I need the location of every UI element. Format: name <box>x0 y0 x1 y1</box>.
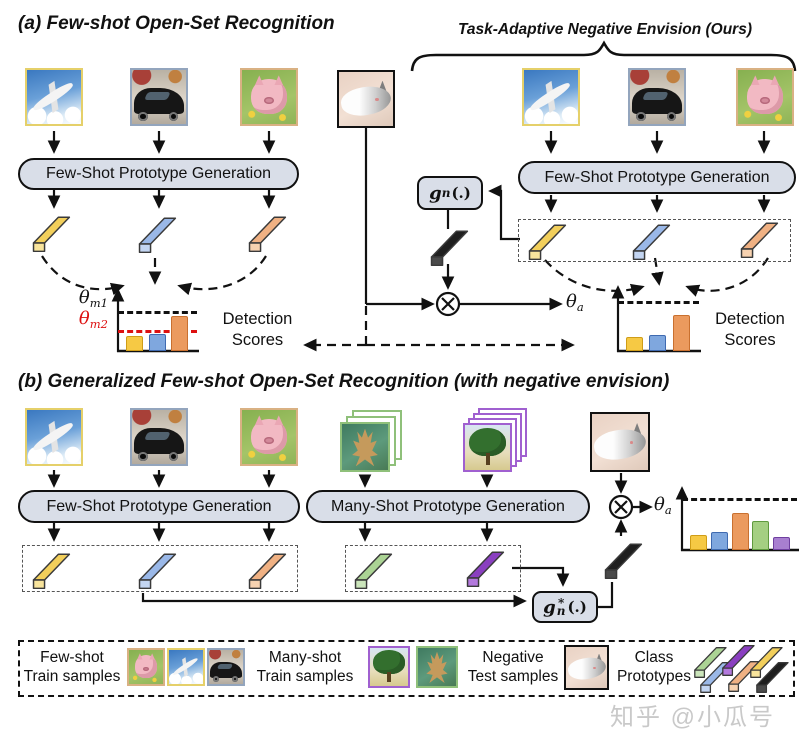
score-bar-class-1-airplane <box>690 535 707 550</box>
few-shot-prototype-set-box <box>22 545 298 592</box>
negative-test-image-cat <box>590 412 650 472</box>
legend-box <box>18 640 795 697</box>
threshold-line-theta_m1 <box>118 311 197 315</box>
score-bar-class-4-coral <box>752 521 770 550</box>
detection-score-chart-a-left <box>118 285 198 352</box>
legend-prototype-black <box>756 662 789 693</box>
panel-b-connectors <box>47 470 799 609</box>
score-bar-class-3-pig <box>731 512 749 550</box>
score-bar-class-1-airplane <box>126 336 143 351</box>
detection-score-chart-b <box>682 480 798 551</box>
prototype-bar-yellow <box>528 224 567 261</box>
detection-scores-label-a-right: Detection Scores <box>715 310 785 349</box>
prototype-bar-orange <box>248 216 287 253</box>
airplane-image <box>25 68 83 126</box>
threshold-line-theta_m2 <box>118 330 197 334</box>
ours-method-label: Task-Adaptive Negative Envision (Ours) <box>457 21 752 38</box>
pig-image <box>736 68 794 126</box>
legend-car-image <box>207 648 245 686</box>
pig-image <box>240 408 298 466</box>
legend-airplane-image <box>167 648 205 686</box>
many-shot-generator-box-b: Many-Shot Prototype Generation <box>306 490 590 523</box>
negative-prototype-bar-black <box>604 543 643 580</box>
panel-a-center-connectors <box>303 128 575 352</box>
legend-pig-image <box>127 648 165 686</box>
coral-image-stack <box>340 410 402 472</box>
prototype-bar-green <box>354 553 393 590</box>
panel-b-title: (b) Generalized Few-shot Open-Set Recogn… <box>18 371 670 392</box>
few-shot-generator-box-a-right: Few-Shot Prototype Generation <box>518 161 796 194</box>
score-bar-class-3-pig <box>672 314 690 351</box>
detection-score-chart-a-right <box>618 280 700 352</box>
watermark: 知乎 @小瓜号 <box>610 704 776 731</box>
panel-a-right-connectors <box>410 40 797 353</box>
few-shot-generator-box-a-left: Few-Shot Prototype Generation <box>18 158 299 190</box>
negative-prototype-bar-black <box>430 230 469 267</box>
car-image <box>628 68 686 126</box>
detection-scores-label-a-left: Detection Scores <box>222 310 293 349</box>
tree-image-stack <box>463 408 527 472</box>
score-bar-class-2-car <box>148 333 166 351</box>
score-bar-class-2-car <box>649 334 667 351</box>
car-image <box>130 408 188 466</box>
few-shot-generator-box-b: Few-Shot Prototype Generation <box>18 490 300 523</box>
pig-image <box>240 68 298 126</box>
airplane-image <box>522 68 580 126</box>
panel-a-left-connectors <box>41 131 276 353</box>
score-bar-class-3-pig <box>171 315 189 351</box>
legend-tree-image <box>368 646 410 688</box>
score-bar-class-1-airplane <box>626 336 643 351</box>
legend-coral-image <box>416 646 458 688</box>
score-bar-class-5-tree <box>773 537 791 550</box>
legend-cat-image <box>564 645 609 690</box>
prototype-bar-yellow <box>32 216 71 253</box>
prototype-bar-purple <box>466 551 505 588</box>
negative-generator-star-box: g*n(.) <box>532 591 598 623</box>
car-image <box>130 68 188 126</box>
airplane-image <box>25 408 83 466</box>
prototype-bar-yellow <box>32 553 71 590</box>
threshold-line-theta_a <box>618 300 699 304</box>
score-bar-class-2-car <box>710 532 728 550</box>
task-prototype-set-box <box>518 219 791 262</box>
brace-icon <box>410 40 797 72</box>
threshold-a-label: θa <box>566 291 584 314</box>
prototype-bar-orange <box>740 222 779 259</box>
threshold-a-label-b: θa <box>654 494 672 517</box>
panel-a-title: (a) Few-shot Open-Set Recognition <box>18 13 335 34</box>
negative-test-image-cat <box>337 70 395 128</box>
threshold-line-theta_a <box>682 497 797 501</box>
prototype-bar-blue <box>138 217 177 254</box>
many-shot-prototype-set-box <box>345 545 521 592</box>
threshold-m2-label: θm2 <box>78 308 108 331</box>
prototype-bar-orange <box>248 553 287 590</box>
prototype-bar-blue <box>632 224 671 261</box>
threshold-m1-label: θm1 <box>78 287 108 310</box>
prototype-bar-blue <box>138 553 177 590</box>
